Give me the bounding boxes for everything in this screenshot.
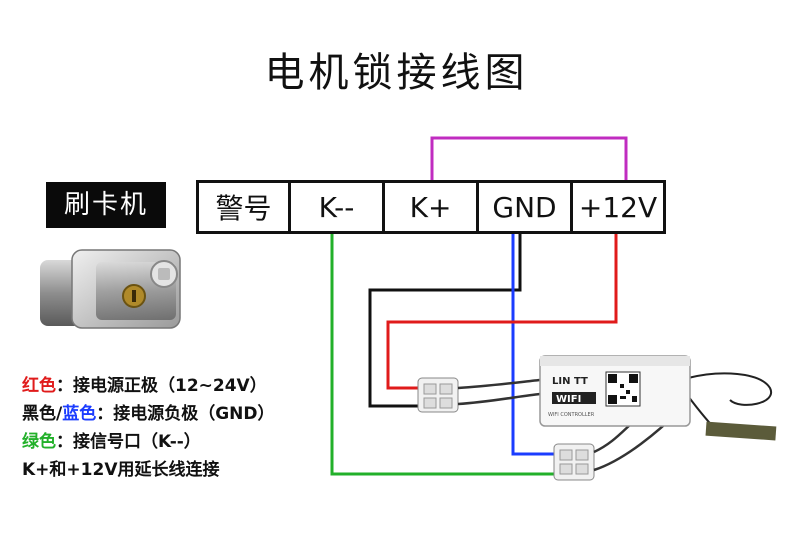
controller-wifi-text: WIFI — [556, 394, 581, 405]
blue-gnd-wire — [511, 234, 556, 456]
terminal-k-minus: K-- — [291, 183, 385, 231]
black-gnd-wire — [368, 234, 522, 408]
controller-brand-text: LIN TT — [552, 376, 588, 387]
green-signal-wire — [330, 234, 556, 476]
legend-green-word: 绿色 — [22, 432, 56, 452]
terminal-connector-bottom — [553, 443, 595, 481]
legend-line-red: 红色：接电源正极（12~24V） — [22, 372, 275, 400]
legend-red-word: 红色 — [22, 376, 56, 396]
legend-black-word: 黑色 — [22, 404, 56, 424]
page-title: 电机锁接线图 — [264, 50, 529, 96]
terminal-12v: +12V — [578, 190, 658, 224]
legend-line-green: 绿色：接信号口（K--） — [22, 428, 275, 456]
terminal-alarm: 警号 — [199, 183, 291, 231]
electric-lock-image — [40, 249, 181, 329]
terminal-gnd: GND — [479, 183, 573, 231]
legend-line-black-blue: 黑色/蓝色：接电源负极（GND） — [22, 400, 275, 428]
terminal-connector-top — [417, 377, 459, 413]
red-power-wire — [386, 234, 618, 390]
legend-slash: / — [56, 404, 63, 424]
card-reader-label: 刷卡机 — [46, 182, 166, 228]
legend-blue-text: ：接电源负极（GND） — [96, 404, 275, 424]
legend-green-text: ：接信号口（K--） — [56, 432, 201, 452]
terminal-k-plus: K+ — [385, 183, 479, 231]
controller-sub-text: WIFI CONTROLLER — [548, 412, 595, 418]
terminal-block: 警号 K-- K+ GND +12V — [196, 180, 666, 234]
wifi-controller: LIN TT WIFI WIFI CONTROLLER — [539, 355, 691, 427]
legend-red-text: ：接电源正极（12~24V） — [56, 376, 267, 396]
legend-blue-word: 蓝色 — [62, 404, 97, 424]
wiring-legend: 红色：接电源正极（12~24V） 黑色/蓝色：接电源负极（GND） 绿色：接信号… — [22, 372, 275, 484]
purple-extension-wire — [430, 136, 628, 180]
legend-line-extension: K+和+12V用延长线连接 — [22, 460, 220, 480]
